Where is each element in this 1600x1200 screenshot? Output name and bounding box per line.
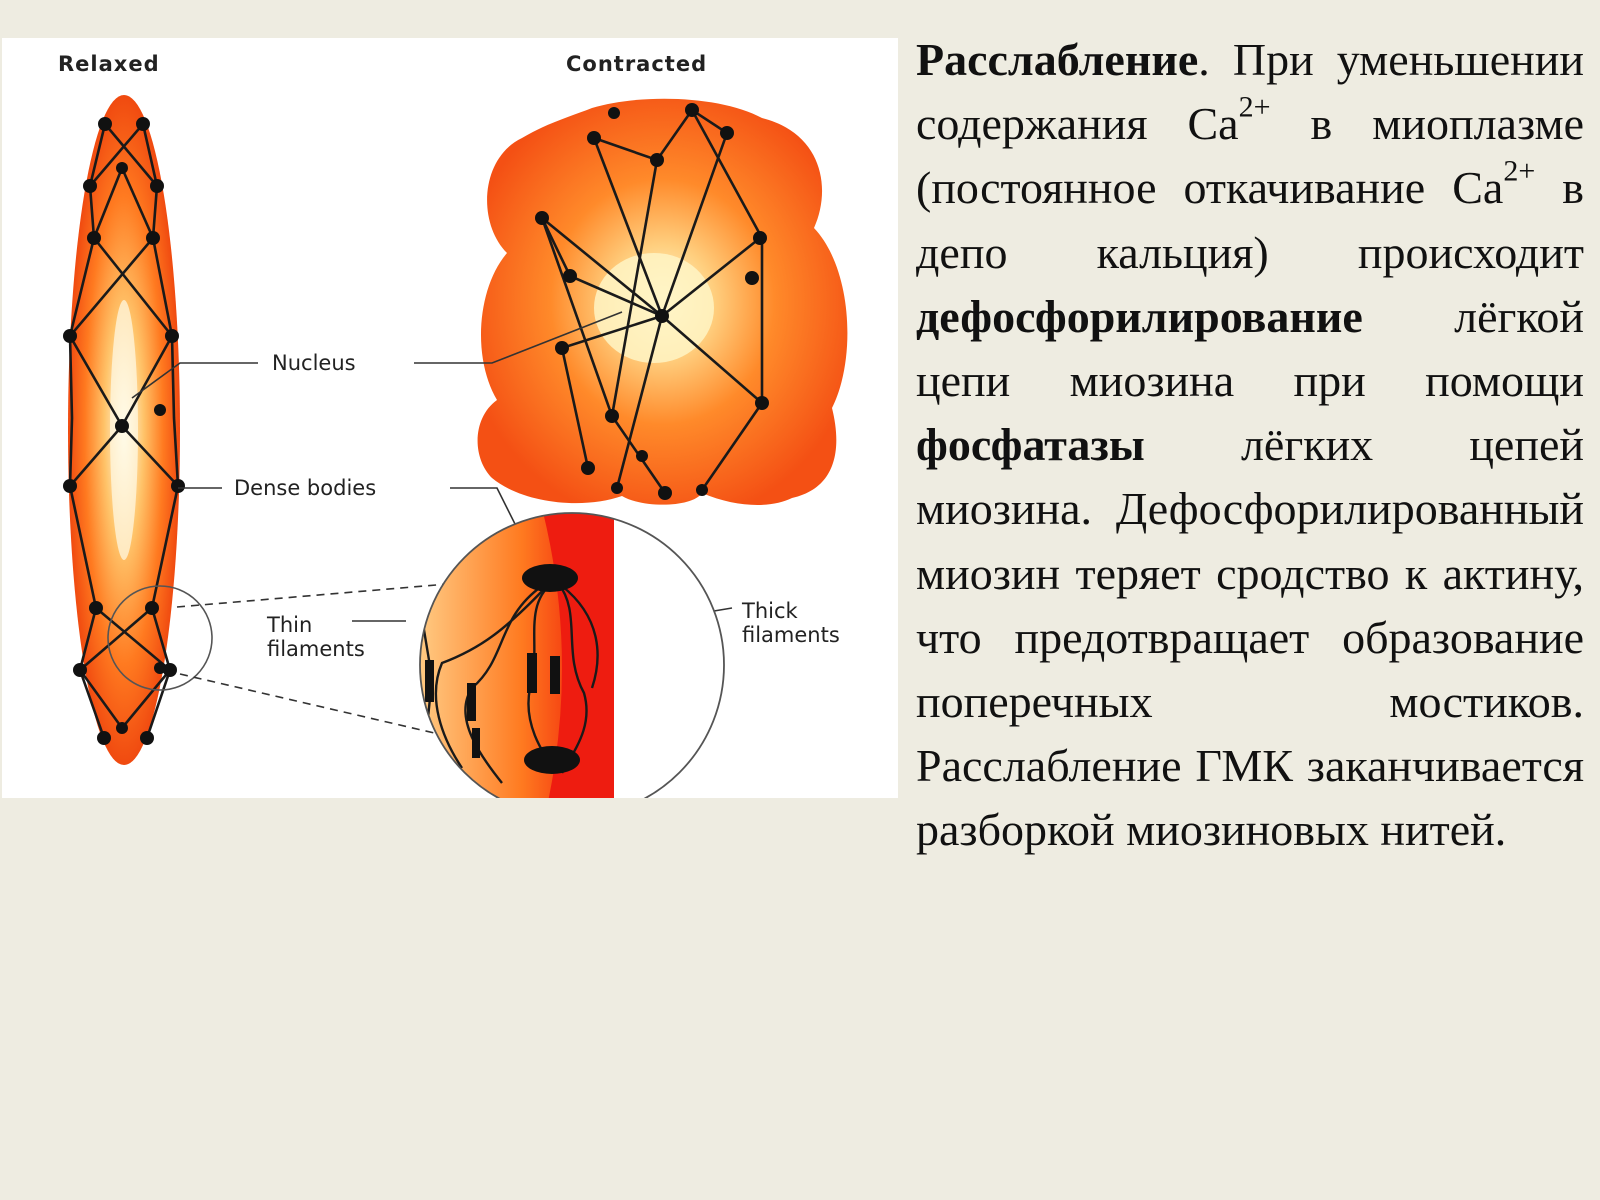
dense-bodies-label: Dense bodies <box>234 476 376 500</box>
text-part-6: Дефосфорилированный <box>1092 483 1584 535</box>
slide-body-text: Расслабление. При уменьшении содержания … <box>916 28 1584 863</box>
text-part-1: При уменьшении содержания Ca <box>916 34 1584 150</box>
nucleus-label: Nucleus <box>272 351 356 375</box>
smooth-muscle-diagram: Relaxed Contracted <box>2 38 898 798</box>
title-period: . <box>1198 34 1210 85</box>
thick-filaments-label-2: filaments <box>742 623 840 647</box>
relaxed-label: Relaxed <box>58 52 160 76</box>
contracted-label: Contracted <box>566 52 707 76</box>
ca-superscript-1: 2+ <box>1238 90 1271 124</box>
thin-filaments-label-1: Thin <box>266 613 312 637</box>
relaxed-cell <box>63 95 213 765</box>
contracted-cell <box>477 98 848 505</box>
text-part-3: в депо кальция) происходит <box>916 162 1584 278</box>
heading-relaxation: Расслабление <box>916 34 1199 85</box>
ca-superscript-2: 2+ <box>1503 154 1536 188</box>
text-part-4: лёгкой цепи миозина при помощи <box>916 290 1584 407</box>
zoom-detail <box>419 512 725 798</box>
thin-filaments-label-2: filaments <box>267 637 365 661</box>
text-part-7: миозин теряет сродство к актину, что пре… <box>916 547 1584 856</box>
text-part-5: лёгких цепей миозина. <box>916 419 1584 535</box>
bold-dephosphorylation: дефосфорилирование <box>916 290 1363 342</box>
text-part-2: в миоплазме (постоянное откачивание Ca <box>916 98 1585 214</box>
thick-filaments-label-1: Thick <box>741 599 799 623</box>
bold-phosphatase: фосфатазы <box>916 419 1145 471</box>
